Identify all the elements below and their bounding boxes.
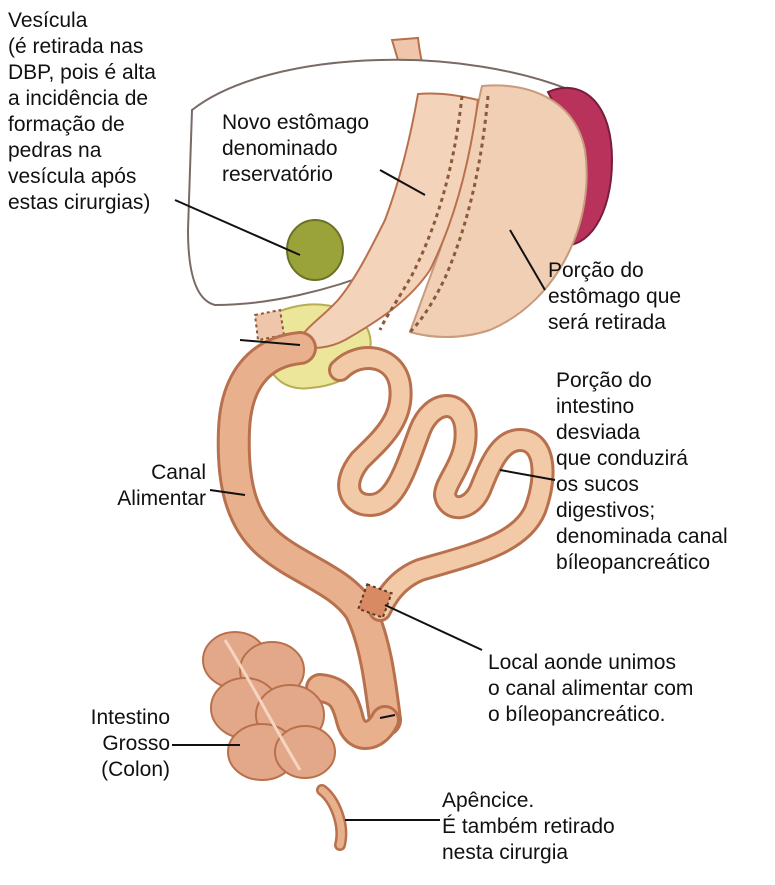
leader-porcao-estomago	[509, 229, 546, 291]
label-vesicula: Vesícula (é retirada nas DBP, pois é alt…	[8, 9, 156, 214]
label-canal-alimentar: Canal Alimentar	[117, 461, 206, 510]
label-novo-estomago: Novo estômago denominado reservatório	[222, 111, 370, 186]
label-porcao-intestino: Porção do intestino desviada que conduzi…	[556, 369, 728, 574]
staple-line-left	[378, 95, 464, 331]
large-intestine	[202, 631, 336, 781]
leader-local-unimos	[384, 604, 483, 651]
new-stomach-reservoir	[296, 92, 480, 349]
label-intestino-grosso: Intestino Grosso (Colon)	[90, 706, 170, 781]
label-porcao-estomago: Porção do estômago que será retirada	[548, 259, 682, 334]
leader-duodenal-stump	[239, 339, 301, 346]
leader-vesicula	[174, 199, 301, 256]
leader-novo-estomago	[379, 169, 426, 196]
label-local-unimos: Local aonde unimos o canal alimentar com…	[488, 651, 694, 726]
gallbladder	[286, 219, 344, 281]
leader-common-channel	[379, 714, 396, 719]
staple-line-right	[408, 95, 490, 334]
leader-porcao-intestino	[499, 469, 556, 481]
leader-canal-alimentar	[209, 489, 246, 496]
label-apendice: Apêncice. É também retirado nesta cirurg…	[442, 789, 615, 864]
